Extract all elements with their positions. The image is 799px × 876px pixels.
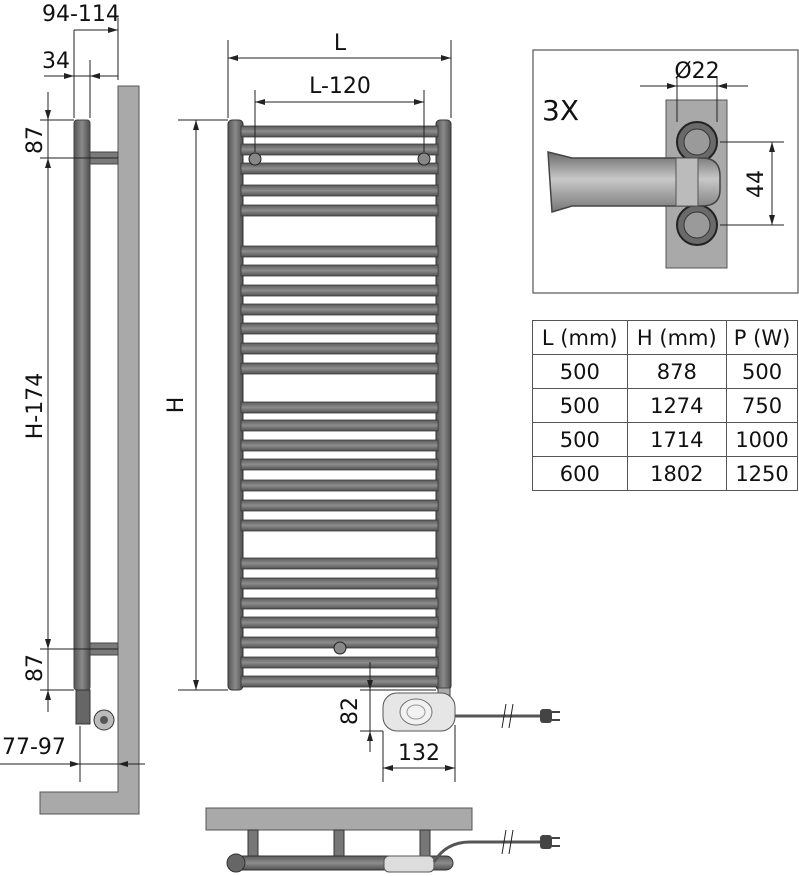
top-view-heater [383, 855, 435, 873]
front-view: L L-120 H 82 132 [164, 31, 560, 782]
top-view-left-cap [226, 853, 246, 873]
radiator-bar [240, 303, 439, 316]
detail-quantity: 3X [542, 94, 579, 127]
radiator-bar [240, 557, 439, 570]
top-view-cable [432, 840, 540, 863]
radiator-bars [240, 125, 439, 688]
radiator-bar [240, 499, 439, 512]
bracket-detail: 3X Ø22 44 [532, 49, 799, 294]
dim-heater-drop: 82 [338, 697, 363, 725]
detail-pipe-diameter: Ø22 [674, 59, 719, 84]
dim-bottom-offset: 87 [23, 654, 48, 682]
dim-height: H [164, 397, 189, 414]
dim-depth: 34 [42, 49, 70, 74]
radiator-bar [240, 362, 439, 375]
wall-and-floor [39, 85, 140, 815]
front-top-left-bracket [248, 152, 262, 166]
radiator-bar [240, 479, 439, 492]
dim-width: L [334, 31, 347, 56]
cell-height: 1274 [626, 388, 728, 423]
header-height: H (mm) [626, 320, 728, 355]
side-heater-element [75, 689, 91, 725]
cell-power: 500 [726, 354, 798, 389]
front-top-right-bracket [417, 152, 431, 166]
radiator-bar [240, 597, 439, 610]
front-bottom-bracket [333, 641, 347, 655]
cell-length: 500 [532, 422, 628, 457]
radiator-bar [240, 675, 439, 688]
dim-floor-range: 77-97 [2, 735, 66, 760]
spec-table: L (mm) H (mm) P (W) 500 878 500 500 1274… [532, 320, 798, 491]
detail-pipe-bottom-inner [683, 211, 711, 239]
side-radiator-tube [73, 119, 91, 691]
radiator-bar [240, 577, 439, 590]
dim-top-offset: 87 [23, 126, 48, 154]
cell-power: 1250 [726, 456, 798, 491]
radiator-bar [240, 143, 439, 156]
radiator-bar [240, 204, 439, 217]
side-view: 94-114 34 87 H-174 87 77-97 [0, 2, 145, 815]
dim-heater-length: 132 [398, 741, 440, 766]
dim-bracket-width: L-120 [309, 74, 371, 99]
cell-power: 1000 [726, 422, 798, 457]
radiator-bar [240, 401, 439, 414]
heater-dial [399, 698, 433, 726]
radiator-bar [240, 162, 439, 175]
radiator-bar [240, 458, 439, 471]
radiator-bar [240, 439, 439, 452]
cell-power: 750 [726, 388, 798, 423]
detail-clamp-collar [675, 157, 699, 207]
radiator-bar [240, 616, 439, 629]
radiator-bar [240, 322, 439, 335]
top-view-plug [540, 835, 552, 849]
cell-length: 600 [532, 456, 628, 491]
detail-pipe-top-inner [683, 128, 711, 156]
table-row: 500 1714 1000 [532, 422, 798, 457]
detail-spacing: 44 [744, 170, 769, 198]
header-power: P (W) [726, 320, 798, 355]
heater-dial-ring [406, 704, 426, 720]
radiator-bar [240, 245, 439, 258]
radiator-bar [240, 125, 439, 138]
table-row: 600 1802 1250 [532, 456, 798, 491]
radiator-bar [240, 264, 439, 277]
dim-bracket-span: H-174 [23, 373, 48, 439]
radiator-bar [240, 519, 439, 532]
side-heater-knob-center [100, 716, 108, 724]
radiator-bar [240, 284, 439, 297]
spec-table-header: L (mm) H (mm) P (W) [532, 320, 798, 355]
top-view [205, 807, 560, 873]
power-plug [540, 709, 552, 723]
cell-height: 1802 [626, 456, 728, 491]
cell-height: 878 [626, 354, 728, 389]
header-length: L (mm) [532, 320, 628, 355]
table-row: 500 878 500 [532, 354, 798, 389]
cell-length: 500 [532, 354, 628, 389]
radiator-bar [240, 342, 439, 355]
radiator-bar [240, 184, 439, 197]
radiator-bar [240, 419, 439, 432]
dim-depth-range: 94-114 [42, 2, 120, 27]
top-view-wall [205, 807, 473, 831]
cell-height: 1714 [626, 422, 728, 457]
table-row: 500 1274 750 [532, 388, 798, 423]
cell-length: 500 [532, 388, 628, 423]
radiator-bar [240, 656, 439, 669]
